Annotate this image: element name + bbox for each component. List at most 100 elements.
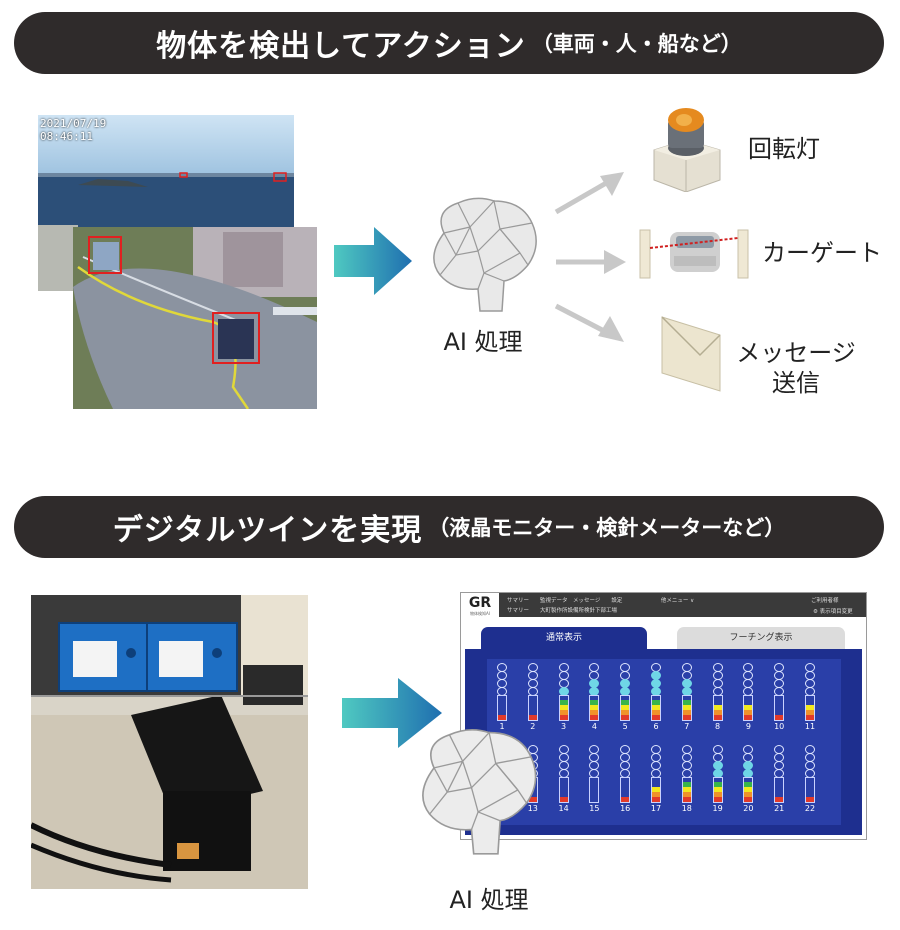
gauge-22[interactable]: 22 (803, 745, 817, 813)
section2-title: デジタルツインを実現 (112, 513, 423, 548)
gauge-level-bar (497, 695, 507, 721)
gauge-3[interactable]: 3 (557, 663, 571, 731)
gauge-panel: 12345678910111213141516171819202122 (465, 649, 862, 835)
gauge-level-segment (590, 710, 599, 715)
gauge-level-segment (682, 787, 691, 792)
gauge-2[interactable]: 2 (526, 663, 540, 731)
road-camera-image (73, 227, 317, 409)
gauge-level-segment (713, 705, 722, 710)
meter-device-photo (31, 595, 308, 889)
gauge-level-segment (621, 715, 630, 720)
gauge-level-segment (682, 700, 691, 705)
gauge-level-segment (559, 797, 568, 802)
gauge-6[interactable]: 6 (649, 663, 663, 731)
envelope-icon (661, 316, 721, 392)
gauge-number: 20 (743, 804, 754, 813)
gauge-14[interactable]: 14 (557, 745, 571, 813)
ai-process-label-1: AI 処理 (443, 328, 523, 356)
gauge-21[interactable]: 21 (772, 745, 786, 813)
gauge-number: 18 (681, 804, 692, 813)
ai-brain-icon (433, 197, 537, 312)
gauge-17[interactable]: 17 (649, 745, 663, 813)
gauge-number: 22 (804, 804, 816, 813)
gauge-8[interactable]: 8 (711, 663, 725, 731)
gauge-level-bar (743, 695, 754, 721)
gauge-level-segment (713, 782, 722, 787)
gauge-level-segment (621, 797, 630, 802)
gauge-level-segment (590, 700, 599, 705)
gauge-level-segment (559, 715, 568, 720)
gauge-level-bar (558, 777, 569, 803)
gauge-number: 1 (499, 722, 505, 731)
gauge-number: 5 (622, 722, 628, 731)
gauge-level-segment (652, 710, 660, 715)
gauge-level-segment (621, 705, 630, 710)
gauge-level-segment (713, 715, 722, 720)
gauge-number: 11 (804, 722, 816, 731)
gauge-number: 6 (653, 722, 659, 731)
gauge-19[interactable]: 19 (711, 745, 725, 813)
dashboard-nav[interactable]: サマリー 監視データ メッセージ 設定 他メニュー ∨ (507, 598, 695, 604)
gauge-level-segment (621, 710, 630, 715)
gauge-level-segment (744, 797, 753, 802)
gauge-level-bar (651, 695, 661, 721)
gauge-level-segment (528, 797, 537, 802)
gauge-level-segment (744, 782, 753, 787)
gauge-15[interactable]: 15 (587, 745, 601, 813)
gauge-number: 13 (527, 804, 538, 813)
tab-footing-view[interactable]: フーチング表示 (677, 627, 845, 649)
gauge-level-segment (559, 710, 568, 715)
gauge-level-bar (774, 777, 785, 803)
gauge-level-segment (806, 705, 814, 710)
gauge-level-segment (806, 710, 814, 715)
gauge-level-segment (744, 715, 753, 720)
car-gate-icon (639, 229, 749, 279)
output-label-message: メッセージ 送信 (736, 339, 856, 397)
gauge-number: 7 (684, 722, 690, 731)
gauge-grid: 12345678910111213141516171819202122 (487, 659, 841, 825)
gauge-11[interactable]: 11 (803, 663, 817, 731)
gauge-level-segment (713, 797, 722, 802)
gauge-7[interactable]: 7 (680, 663, 694, 731)
gauge-level-segment (559, 705, 568, 710)
gauge-level-segment (652, 705, 660, 710)
gauge-number: 10 (774, 722, 785, 731)
gauge-level-segment (744, 710, 753, 715)
gauge-1[interactable]: 1 (495, 663, 509, 731)
rotating-light-icon (653, 108, 721, 192)
gauge-level-segment (682, 792, 691, 797)
gauge-number: 9 (745, 722, 751, 731)
gauge-level-segment (559, 700, 568, 705)
output-label-light: 回転灯 (748, 135, 820, 163)
gauge-level-bar (805, 777, 815, 803)
gauge-level-segment (682, 705, 691, 710)
gauge-number: 3 (561, 722, 567, 731)
gauge-level-segment (652, 715, 660, 720)
gauge-4[interactable]: 4 (587, 663, 601, 731)
gauge-level-segment (682, 710, 691, 715)
gauge-level-bar (805, 695, 815, 721)
gauge-level-segment (590, 705, 599, 710)
gauge-level-segment (713, 792, 722, 797)
flow-arrow-2 (342, 678, 442, 748)
gauge-level-segment (806, 797, 814, 802)
gauge-5[interactable]: 5 (618, 663, 632, 731)
dashboard-user[interactable]: ご利用者様 (811, 598, 839, 604)
gauge-level-segment (744, 787, 753, 792)
tab-normal-view[interactable]: 通常表示 (481, 627, 647, 649)
flow-arrow-1 (334, 227, 412, 295)
gauge-level-bar (620, 695, 631, 721)
gauge-20[interactable]: 20 (741, 745, 755, 813)
dashboard-settings[interactable]: ⚙ 表示項目変更 (813, 609, 853, 615)
gauge-9[interactable]: 9 (741, 663, 755, 731)
gauge-10[interactable]: 10 (772, 663, 786, 731)
camera-date: 2021/07/19 (40, 117, 107, 130)
gauge-number: 2 (530, 722, 536, 731)
gauge-level-bar (558, 695, 569, 721)
gauge-number: 15 (589, 804, 600, 813)
gauge-level-segment (621, 700, 630, 705)
gauge-16[interactable]: 16 (618, 745, 632, 813)
gauge-level-segment (775, 715, 784, 720)
section1-subtitle: （車両・人・船など） (531, 32, 742, 56)
gauge-18[interactable]: 18 (680, 745, 694, 813)
